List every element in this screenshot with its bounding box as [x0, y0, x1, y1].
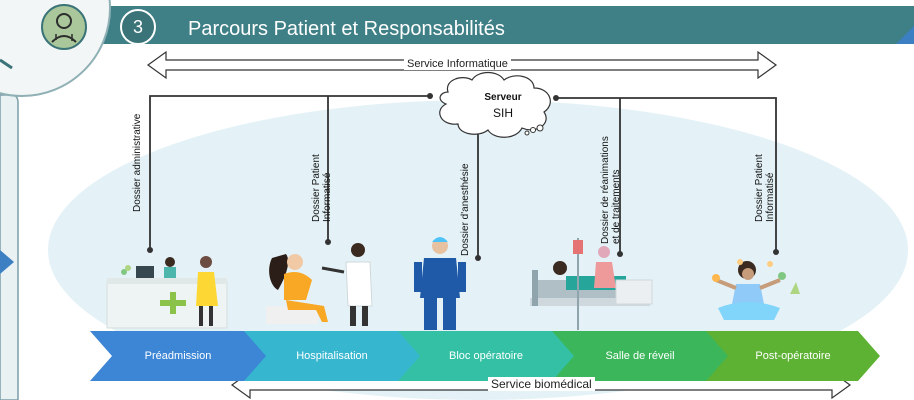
- step-number: 3: [132, 17, 143, 37]
- surgeon-illustration: [414, 237, 466, 330]
- connector-lines: [149, 95, 777, 258]
- reception-illustration: [106, 256, 228, 329]
- page-title: Parcours Patient et Responsabilités: [188, 18, 505, 40]
- step-label-salle-reveil: Salle de réveil: [605, 350, 675, 362]
- chevron-bloc: [398, 331, 576, 381]
- side-arrow: [0, 250, 14, 274]
- record-label-reanimation: Dossier de réanimations et de traitement…: [600, 136, 622, 244]
- server-system: SIH: [492, 106, 513, 120]
- service-biomedical-label: Service biomédical: [488, 377, 595, 391]
- post-op-illustration: [712, 259, 800, 320]
- step-label-bloc: Bloc opératoire: [449, 350, 523, 362]
- chevron-preadmission: [90, 331, 268, 381]
- service-informatique-label: Service Informatique: [404, 58, 511, 70]
- record-label-dossier-patient-1: Dossier Patient Informatisé: [311, 154, 333, 222]
- step-label-preadmission: Préadmission: [144, 350, 212, 362]
- hospitalisation-illustration: [266, 243, 373, 326]
- chevron-salle-reveil: [552, 331, 730, 381]
- recovery-illustration: [530, 238, 653, 330]
- side-panel: [0, 94, 19, 400]
- step-number-circle: [120, 9, 156, 45]
- record-label-dossier-patient-2: Dossier Patient Informatisé: [754, 154, 776, 222]
- step-label-hospitalisation: Hospitalisation: [296, 350, 368, 362]
- title-bar: [90, 6, 914, 44]
- chevron-hospitalisation: [244, 331, 422, 381]
- corner-accent: [896, 26, 914, 44]
- chevron-post-op: [706, 331, 880, 381]
- step-label-post-op: Post-opératoire: [755, 350, 831, 362]
- server-name: Serveur: [484, 92, 522, 103]
- record-label-anesthesie: Dossier d'anesthésie: [460, 163, 471, 256]
- record-label-administrative: Dossier administrative: [132, 113, 143, 212]
- process-chevrons: [90, 331, 880, 381]
